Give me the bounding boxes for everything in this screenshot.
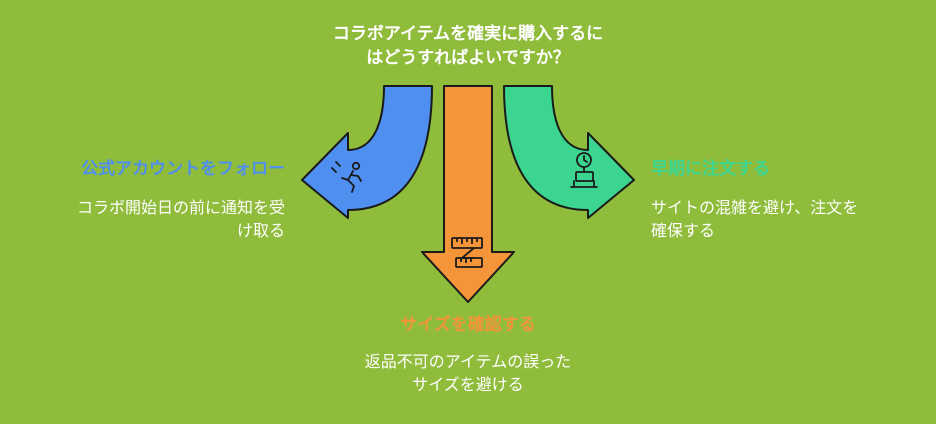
- option-middle-description: 返品不可のアイテムの誤った サイズを避ける: [364, 352, 572, 394]
- option-middle-title: サイズを確認する: [400, 315, 536, 335]
- middle-arrow: [421, 85, 515, 303]
- stopwatch-icon: [570, 152, 598, 188]
- question-title: コラボアイテムを確実に購入するに はどうすればよいですか？: [332, 24, 604, 68]
- left-arrow: [301, 85, 433, 219]
- option-left-description: コラボ開始日の前に通知を受 け取る: [76, 198, 285, 240]
- option-right-description: サイトの混雑を避け、注文を 確保する: [651, 198, 859, 240]
- option-left-title: 公式アカウントをフォロー: [81, 159, 285, 179]
- right-arrow: [503, 85, 635, 219]
- tape-measure-icon: [451, 237, 483, 268]
- option-right-title: 早期に注文する: [651, 159, 770, 179]
- running-person-icon: [331, 161, 362, 193]
